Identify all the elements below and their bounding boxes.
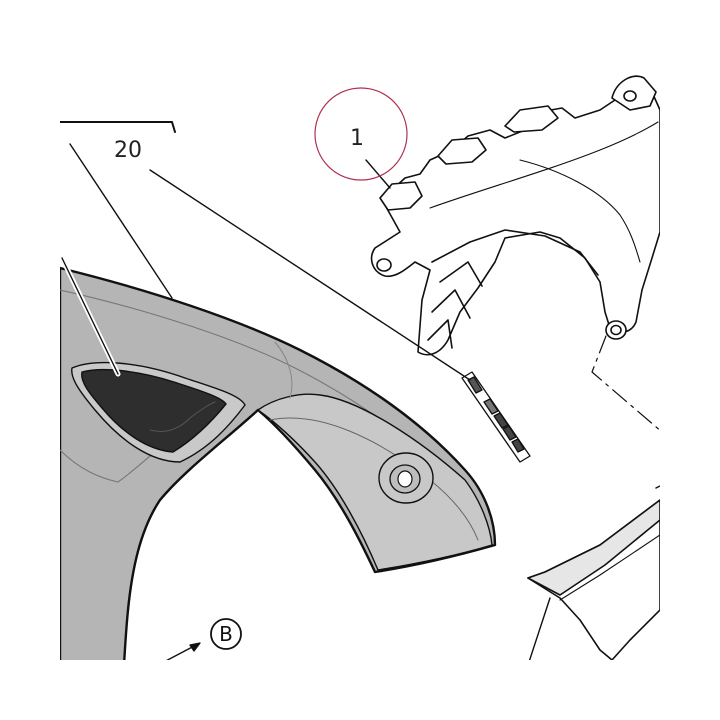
- bracket-upper-curve: [519, 159, 641, 263]
- fender-pad-highlight: [149, 401, 216, 432]
- fender-inner-shadow: [127, 409, 259, 611]
- component-rib: [559, 534, 660, 601]
- leader-20-to-fender-top: [69, 143, 173, 299]
- view-arrow-head: [189, 642, 201, 652]
- leader-lines: [60, 121, 660, 660]
- bracket-right-ear-hole: [623, 90, 637, 102]
- callout-20: 20: [114, 138, 142, 163]
- fender-pad: [81, 368, 227, 453]
- bracket-tab-3: [504, 105, 559, 133]
- centre-line: [591, 335, 660, 432]
- decal-strip: [461, 371, 531, 463]
- view-marker-circle: [210, 618, 242, 650]
- callout-1-label: 1: [350, 126, 364, 151]
- view-marker-label: B: [219, 622, 233, 646]
- bracket-rib-3: [427, 319, 453, 349]
- leader-1-to-bracket: [365, 159, 391, 189]
- bracket-mount-hole: [376, 258, 392, 272]
- fender-side-panel: [257, 393, 493, 571]
- bracket-rib-2: [431, 289, 471, 319]
- leader-to-pad-core: [61, 257, 119, 375]
- callout-20-bar: [60, 121, 176, 133]
- lower-right-component: [527, 499, 660, 660]
- fender-part-20: [60, 266, 497, 660]
- bracket-rib-1: [439, 261, 483, 287]
- view-marker-b: B: [210, 618, 242, 650]
- bracket-bolt: [605, 320, 627, 340]
- leader-component-b: [655, 485, 660, 489]
- bracket-tab-1: [379, 181, 423, 211]
- bracket-top-contour: [429, 121, 659, 209]
- bracket-tab-2: [437, 137, 487, 165]
- callout-1: 1: [314, 87, 408, 181]
- leader-component-a: [528, 597, 551, 660]
- callout-20-label: 20: [114, 138, 142, 163]
- bracket-body: [370, 75, 660, 356]
- component-top-face: [527, 499, 660, 596]
- bracket-inner-cutout: [431, 229, 599, 276]
- fender-top-contour: [274, 341, 293, 399]
- callout-1-highlight-circle: [314, 87, 408, 181]
- fender-bolt-boss: [378, 452, 434, 504]
- leader-20-to-decal: [149, 169, 471, 381]
- bracket-part-1: [370, 75, 660, 356]
